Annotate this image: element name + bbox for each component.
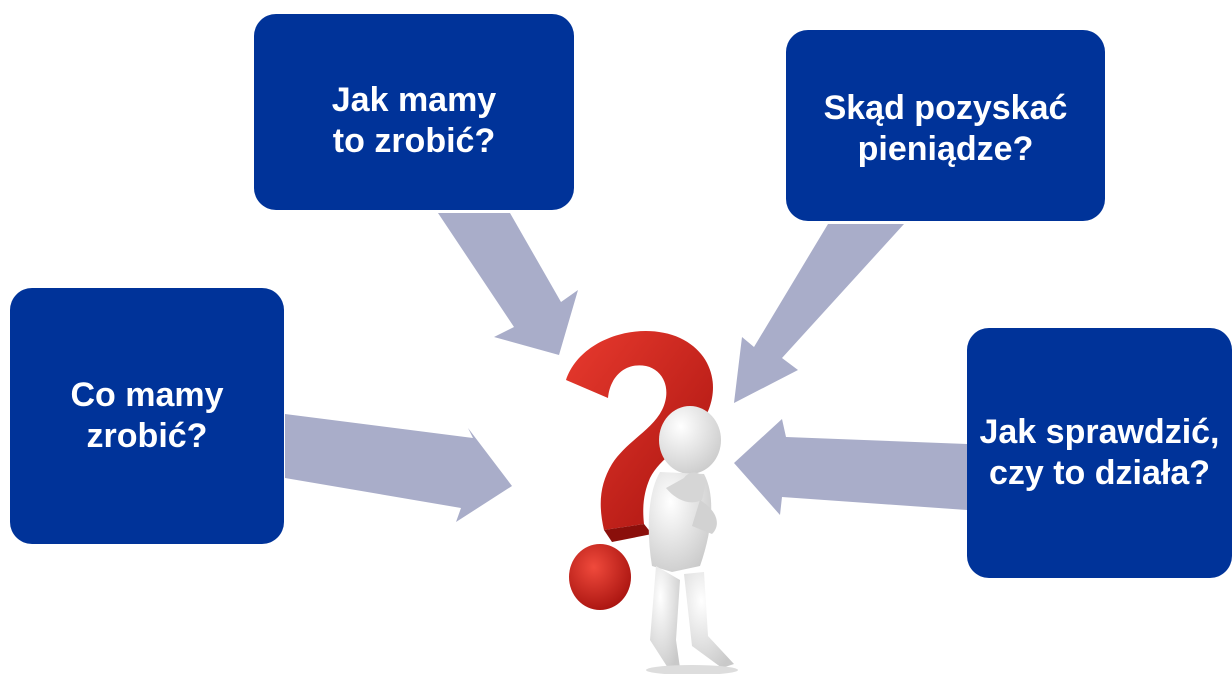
question-box-what: Co mamy zrobić? [10, 288, 284, 544]
arrow-left [285, 414, 512, 522]
thinking-person-figure [646, 406, 738, 674]
arrow-top-right [734, 224, 904, 403]
arrow-top [438, 213, 578, 355]
question-box-what-label: Co mamy zrobić? [70, 375, 224, 455]
arrow-right [734, 419, 967, 515]
question-box-how: Jak mamy to zrobić? [254, 14, 574, 210]
question-box-verify-label: Jak sprawdzić, czy to działa? [979, 412, 1220, 492]
question-mark-shade [604, 524, 652, 542]
question-box-funding-label: Skąd pozyskać pieniądze? [823, 89, 1068, 169]
question-box-how-label: Jak mamy to zrobić? [331, 81, 497, 161]
question-mark-dot [569, 544, 631, 610]
question-box-verify: Jak sprawdzić, czy to działa? [967, 328, 1232, 578]
question-mark-hook [566, 331, 713, 530]
question-box-funding: Skąd pozyskać pieniądze? [786, 30, 1105, 221]
